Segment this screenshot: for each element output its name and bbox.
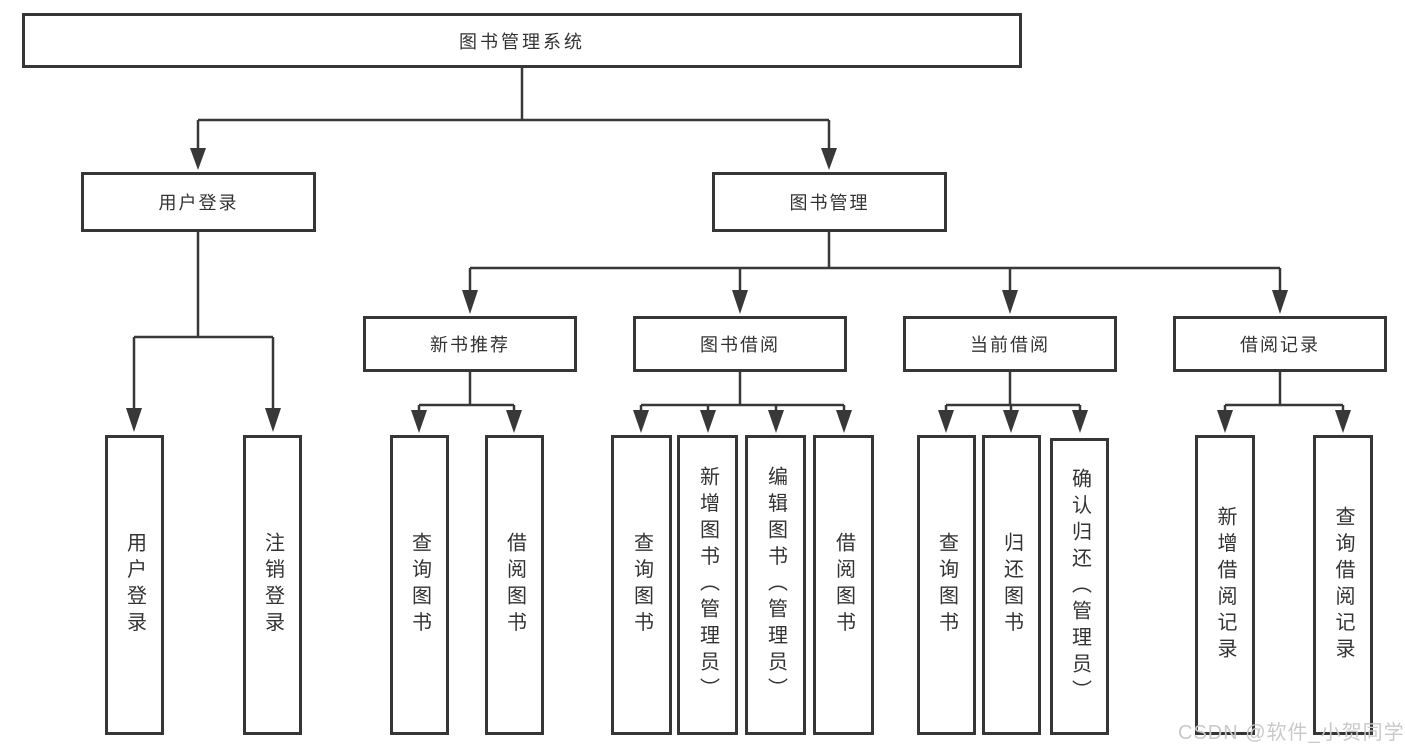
node-current-borrow: 当前借阅 <box>903 316 1117 372</box>
leaf-borrow-books-recommend: 借阅图书 <box>485 435 544 735</box>
leaf-confirm-return-admin: 确认归还（管理员） <box>1050 438 1109 735</box>
leaf-return-books: 归还图书 <box>982 435 1041 735</box>
node-book-borrow: 图书借阅 <box>633 316 847 372</box>
node-new-book-recommend: 新书推荐 <box>363 316 577 372</box>
leaf-user-login: 用户登录 <box>105 435 164 735</box>
node-user-login: 用户登录 <box>81 172 316 232</box>
leaf-add-borrow-record: 新增借阅记录 <box>1195 435 1255 735</box>
node-root-system: 图书管理系统 <box>22 13 1022 68</box>
leaf-edit-books-admin: 编辑图书（管理员） <box>745 435 806 735</box>
leaf-query-books-recommend: 查询图书 <box>390 435 449 735</box>
leaf-query-books-current: 查询图书 <box>917 435 976 735</box>
csdn-watermark: CSDN @软件_小贺同学 <box>1178 722 1405 744</box>
leaf-query-borrow-record: 查询借阅记录 <box>1313 435 1373 735</box>
leaf-borrow-books: 借阅图书 <box>813 435 874 735</box>
leaf-logout: 注销登录 <box>243 435 302 735</box>
node-borrow-record: 借阅记录 <box>1173 316 1387 372</box>
node-book-management: 图书管理 <box>712 172 947 232</box>
leaf-query-books-borrow: 查询图书 <box>611 435 672 735</box>
leaf-add-books-admin: 新增图书（管理员） <box>677 435 738 735</box>
